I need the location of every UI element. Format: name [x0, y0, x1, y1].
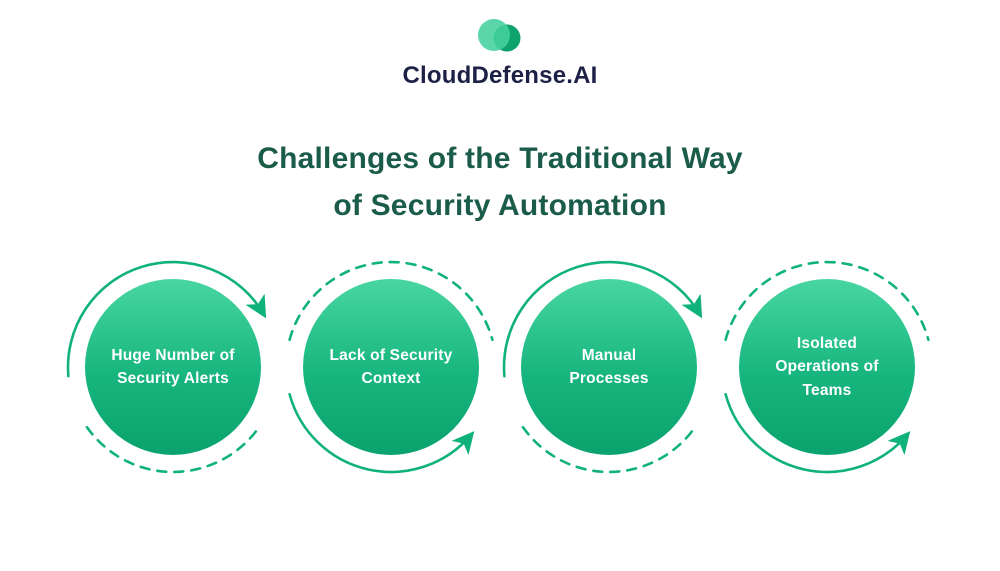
challenge-item: Huge Number of Security Alerts [63, 257, 283, 477]
challenge-label: Isolated Operations of Teams [775, 335, 879, 399]
challenge-bubble: Huge Number of Security Alerts [85, 279, 261, 455]
logo-icon [478, 19, 521, 52]
challenge-item: Lack of Security Context [281, 257, 501, 477]
challenge-item: Isolated Operations of Teams [717, 257, 937, 477]
brand-name: CloudDefense.AI [402, 62, 598, 89]
cycle-arrow-icon [724, 260, 930, 474]
challenge-label: Huge Number of Security Alerts [111, 346, 235, 387]
challenge-bubble: Manual Processes [521, 279, 697, 455]
logo-circle-light [478, 19, 510, 51]
challenge-bubble: Lack of Security Context [303, 279, 479, 455]
title-line-1: Challenges of the Traditional Way [257, 142, 743, 175]
page-title: Challenges of the Traditional Way of Sec… [0, 136, 1000, 229]
challenge-label: Lack of Security Context [329, 346, 453, 387]
challenges-row: Huge Number of Security Alerts Lack of S… [0, 257, 1000, 477]
challenge-item: Manual Processes [499, 257, 719, 477]
cycle-arrow-icon [288, 260, 494, 474]
cycle-arrow-icon [66, 260, 267, 474]
challenge-label: Manual Processes [569, 346, 649, 387]
logo-section: CloudDefense.AI [0, 0, 1000, 90]
cycle-arrow-icon [502, 260, 703, 474]
title-line-2: of Security Automation [333, 188, 667, 222]
challenge-bubble: Isolated Operations of Teams [739, 279, 915, 455]
